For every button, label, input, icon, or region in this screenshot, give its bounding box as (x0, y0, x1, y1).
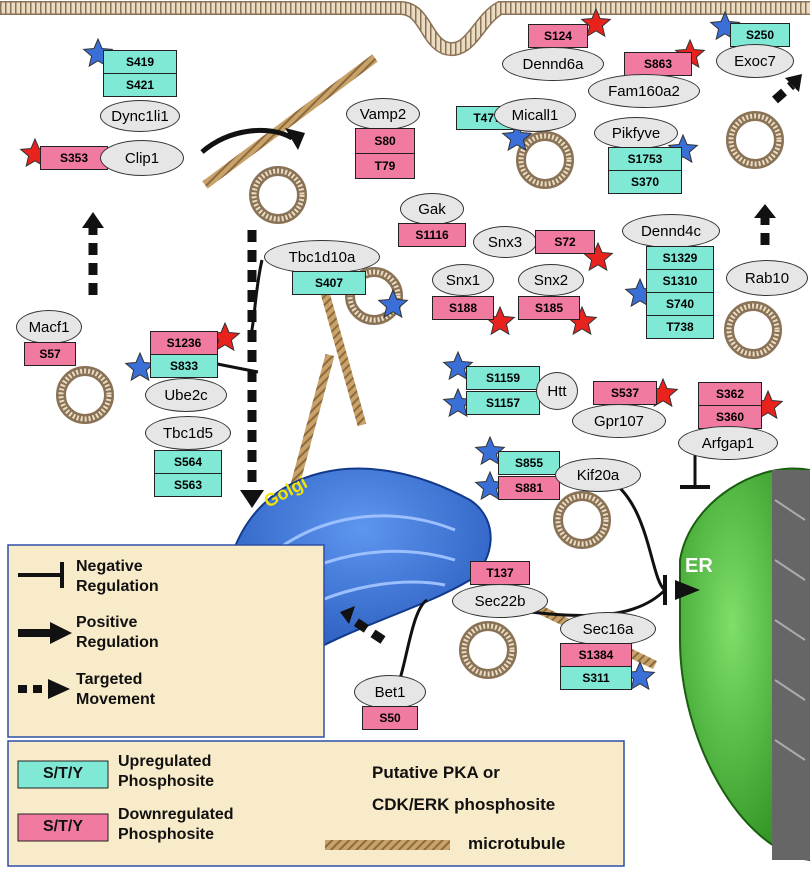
protein-snx3: Snx3 (473, 226, 537, 258)
legend-downregulated-label: Downregulated Phosphosite (118, 806, 234, 843)
protein-kif20a: Kif20a (555, 458, 641, 492)
site-s407: S407 (292, 271, 366, 295)
protein-clip1: Clip1 (100, 140, 184, 176)
site-t79: T79 (355, 153, 415, 179)
protein-rab10: Rab10 (726, 260, 808, 296)
protein-sec16a: Sec16a (560, 612, 656, 646)
site-s1159: S1159 (466, 366, 540, 390)
site-s419: S419 (103, 50, 177, 74)
site-s362: S362 (698, 382, 762, 406)
site-s421: S421 (103, 73, 177, 97)
cdk-star-s1159 (442, 350, 474, 381)
protein-bet1: Bet1 (354, 675, 426, 709)
legend-pka-label: Putative PKA or (372, 763, 500, 782)
site-s1753: S1753 (608, 147, 682, 171)
site-s563: S563 (154, 473, 222, 497)
legend-upregulated-label: Upregulated Phosphosite (118, 753, 215, 790)
protein-macf1: Macf1 (16, 310, 82, 344)
site-s185: S185 (518, 296, 580, 320)
protein-dennd6a: Dennd6a (502, 47, 604, 81)
site-s1310: S1310 (646, 269, 714, 293)
site-s564: S564 (154, 450, 222, 474)
site-s80: S80 (355, 128, 415, 154)
plasma-membrane (0, 0, 810, 57)
site-s881: S881 (498, 476, 560, 500)
site-s370: S370 (608, 170, 682, 194)
protein-snx2: Snx2 (518, 264, 584, 296)
cdk-star-s407 (377, 288, 409, 319)
protein-exoc7: Exoc7 (716, 44, 794, 78)
legend-symbols (7, 544, 625, 867)
pka-star-s124 (580, 7, 612, 38)
protein-dennd4c: Dennd4c (622, 214, 720, 248)
protein-fam160a2: Fam160a2 (588, 74, 700, 108)
vesicle-inner (58, 113, 782, 677)
protein-ube2c: Ube2c (145, 378, 227, 412)
protein-arfgap1: Arfgap1 (678, 426, 778, 460)
site-s188: S188 (432, 296, 494, 320)
site-s855: S855 (498, 451, 560, 475)
site-s537: S537 (593, 381, 657, 405)
legend-cdk-label: CDK/ERK phosphosite (372, 795, 556, 814)
protein-micall1: Micall1 (494, 98, 576, 132)
protein-tbc1d5: Tbc1d5 (145, 416, 231, 450)
site-s1384: S1384 (560, 643, 632, 667)
protein-tbc1d10a: Tbc1d10a (264, 240, 380, 274)
site-s1236: S1236 (150, 331, 218, 355)
cdk-star-s855 (474, 435, 506, 466)
protein-htt: Htt (536, 372, 578, 410)
legend-targeted-label: Targeted Movement (76, 671, 156, 708)
site-t137: T137 (470, 561, 530, 585)
site-s1116: S1116 (398, 223, 466, 247)
protein-gpr107: Gpr107 (572, 404, 666, 438)
site-s250: S250 (730, 23, 790, 47)
dashed-arrows (88, 81, 795, 644)
legend-sty-down: S/T/Y (42, 818, 83, 835)
legend-sty-up: S/T/Y (42, 765, 83, 782)
protein-gak: Gak (400, 193, 464, 225)
endoplasmic-reticulum: ER (679, 467, 810, 862)
protein-snx1: Snx1 (432, 264, 494, 296)
site-s740: S740 (646, 292, 714, 316)
protein-vamp2: Vamp2 (346, 98, 420, 130)
legend-positive-label: Positive Regulation (76, 614, 159, 651)
site-s124: S124 (528, 24, 588, 48)
protein-dync1li1: Dync1li1 (100, 100, 180, 132)
site-s72: S72 (535, 230, 595, 254)
site-s1157: S1157 (466, 391, 540, 415)
er-label: ER (685, 555, 713, 577)
site-t738: T738 (646, 315, 714, 339)
site-s311: S311 (560, 666, 632, 690)
site-s50: S50 (362, 706, 418, 730)
site-s353: S353 (40, 146, 108, 170)
site-s833: S833 (150, 354, 218, 378)
site-s57: S57 (24, 342, 76, 366)
site-s1329: S1329 (646, 246, 714, 270)
protein-sec22b: Sec22b (452, 584, 548, 618)
legend-microtubule-label: microtubule (468, 834, 566, 853)
protein-pikfyve: Pikfyve (594, 117, 678, 149)
cdk-star-t477 (501, 121, 533, 152)
legend-negative-label: Negative Regulation (76, 558, 159, 595)
arrowheads (82, 74, 802, 624)
site-s863: S863 (624, 52, 692, 76)
